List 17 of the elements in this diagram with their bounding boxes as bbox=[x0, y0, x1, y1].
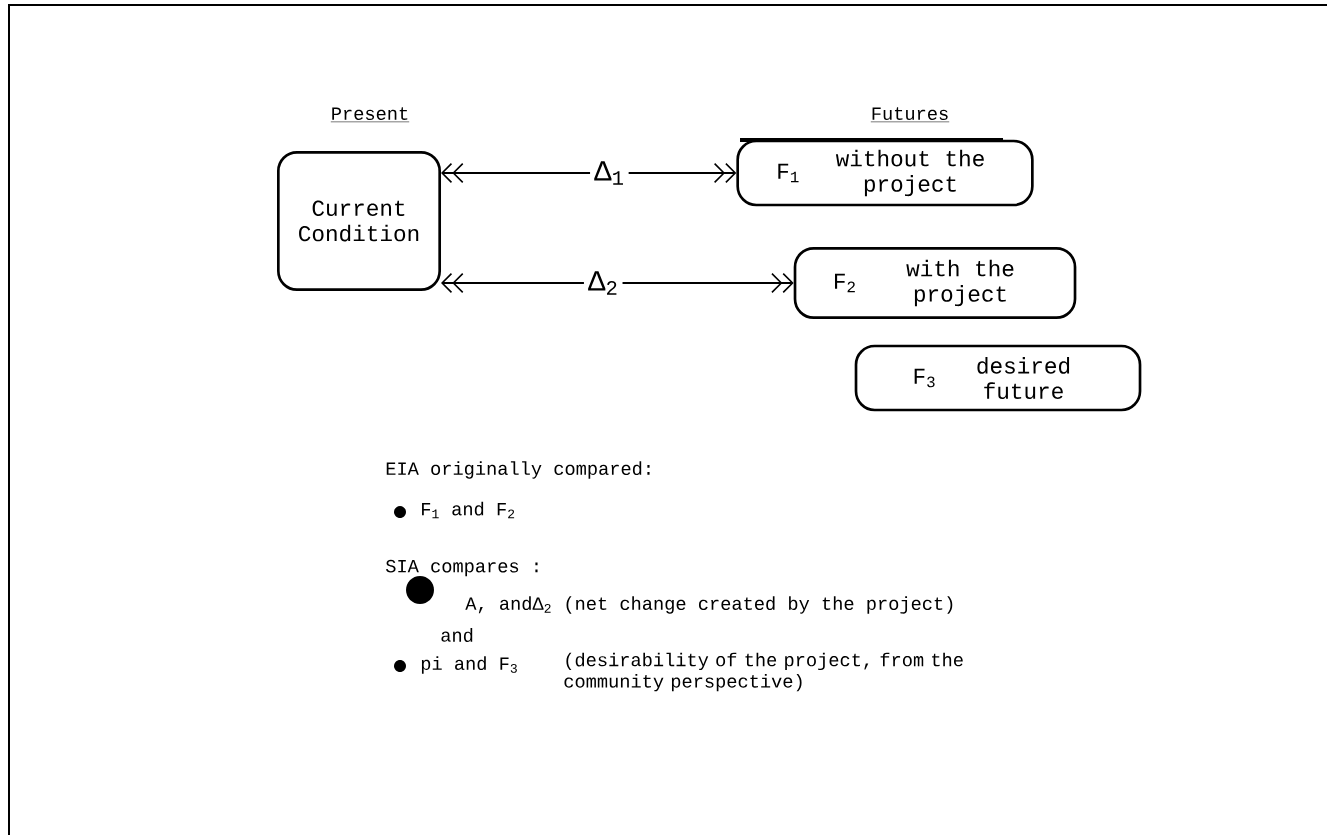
condition-box: Current Condition bbox=[277, 151, 441, 291]
text: SIA compares : bbox=[386, 559, 538, 577]
text: EIA originally compared: bbox=[386, 461, 650, 479]
future-box: F$_{2}$ with the project bbox=[793, 247, 1077, 319]
arrow bbox=[441, 272, 794, 294]
future-box: F$_{1}$ without the project bbox=[736, 139, 1034, 207]
arrow bbox=[441, 162, 737, 184]
text: (desirability of the project, from the community perspective) bbox=[564, 652, 963, 692]
text: pi and F$_{3}$ bbox=[421, 656, 517, 674]
future-box: F$_{3}$ desired future bbox=[854, 344, 1142, 412]
text: A, andΔ$_{2}$ (net change created by the project) bbox=[465, 596, 953, 614]
text: F$_{1}$ and F$_{2}$ bbox=[422, 501, 515, 519]
edge-label: Δ$_{1}$ bbox=[590, 157, 629, 189]
text: and bbox=[441, 628, 473, 642]
underlined-heading: Futures bbox=[870, 107, 950, 123]
underlined-heading: Present bbox=[330, 107, 410, 123]
edge-label: Δ$_{2}$ bbox=[583, 267, 623, 299]
